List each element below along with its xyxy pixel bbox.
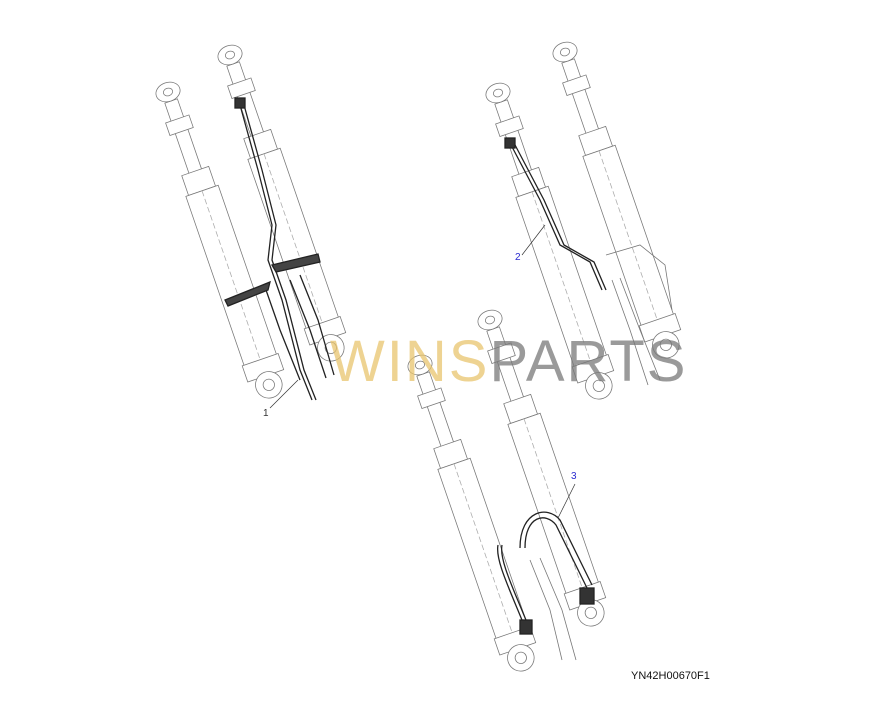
- assembly-3: [398, 304, 614, 677]
- hose-set-1: [224, 97, 335, 401]
- watermark-part1: WINS: [330, 329, 490, 394]
- cylinder-left: [146, 76, 292, 404]
- watermark-part2: PARTS: [489, 329, 688, 394]
- hose-set-2: [504, 137, 607, 291]
- watermark-logo: WINSPARTS: [330, 328, 687, 395]
- leader-lines: [269, 224, 576, 519]
- hose-set-3: [496, 511, 595, 635]
- assembly-2: [476, 36, 689, 405]
- callout-1[interactable]: 1: [263, 408, 269, 419]
- callout-2[interactable]: 2: [515, 252, 521, 263]
- assembly-1: [146, 39, 354, 404]
- callout-3[interactable]: 3: [571, 471, 577, 482]
- drawing-code: YN42H00670F1: [631, 670, 710, 682]
